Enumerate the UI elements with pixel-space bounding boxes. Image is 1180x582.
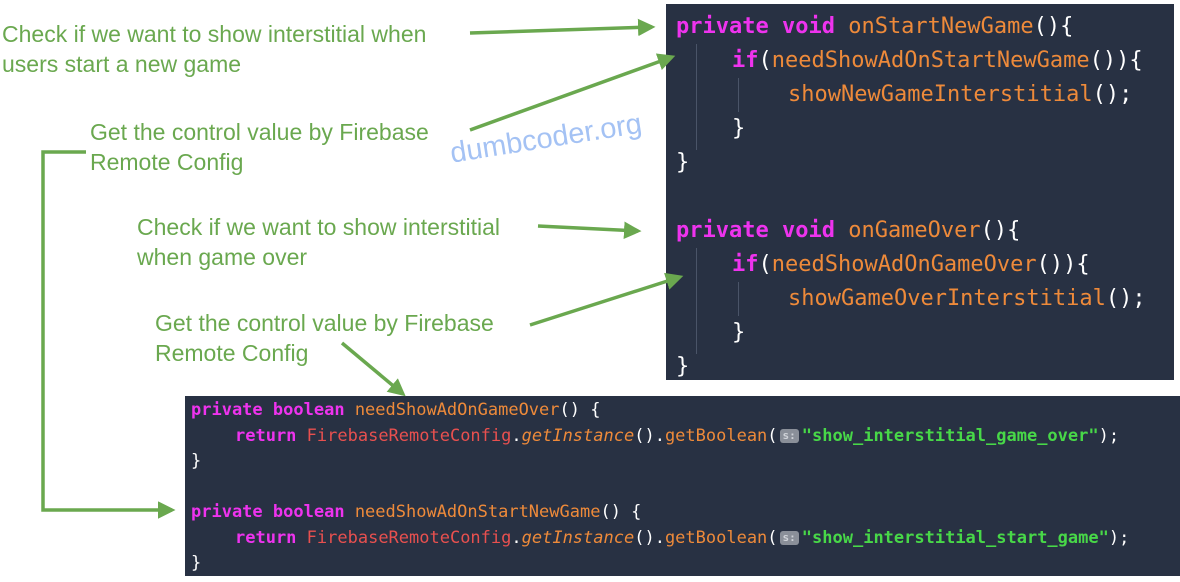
arrow-to-bottom-code (340, 341, 406, 397)
method-name: onGameOver (848, 218, 981, 243)
keyword-return: return (235, 425, 297, 446)
annotation-remote-config-1-line1: Get the control value by Firebase (90, 119, 429, 145)
indent-guide (696, 248, 697, 354)
annotation-remote-config-2: Get the control value by Firebase Remote… (155, 308, 494, 368)
indent-guide (738, 78, 739, 112)
keyword-return: return (235, 527, 297, 548)
method-call: needShowAdOnStartNewGame (771, 48, 1090, 73)
method-call: getInstance (521, 425, 635, 446)
keyword-if: if (732, 48, 759, 73)
string-literal: "show_interstitial_start_game" (801, 527, 1109, 548)
code-line: showNewGameInterstitial(); (788, 82, 1133, 107)
parameter-hint-badge: s: (779, 530, 799, 545)
annotation-start-game-line2: users start a new game (2, 51, 242, 77)
code-line: } (676, 354, 690, 379)
code-line: if(needShowAdOnStartNewGame()){ (732, 48, 1143, 73)
method-name: onStartNewGame (848, 14, 1034, 39)
indent-guide (738, 282, 739, 316)
annotation-start-game-line1: Check if we want to show interstitial wh… (2, 21, 427, 47)
code-line: } (676, 150, 690, 175)
annotation-game-over-line1: Check if we want to show interstitial (137, 214, 501, 240)
keyword-void: void (781, 14, 835, 39)
code-line: } (732, 320, 746, 345)
arrow-remote-config-2 (529, 272, 684, 327)
keyword-if: if (732, 252, 759, 277)
arrow-game-over (537, 221, 642, 240)
code-line: } (191, 553, 202, 573)
keyword-void: void (781, 218, 835, 243)
code-line: return FirebaseRemoteConfig.getInstance(… (235, 425, 1120, 446)
annotation-remote-config-1: Get the control value by Firebase Remote… (90, 117, 429, 177)
annotation-game-over-line2: when game over (137, 244, 308, 270)
code-line: private boolean needShowAdOnStartNewGame… (191, 502, 642, 522)
method-name: needShowAdOnGameOver (354, 400, 560, 420)
code-line: return FirebaseRemoteConfig.getInstance(… (235, 527, 1130, 548)
code-line: if(needShowAdOnGameOver()){ (732, 252, 1090, 277)
code-line: } (732, 116, 746, 141)
string-literal: "show_interstitial_game_over" (801, 425, 1099, 446)
annotation-remote-config-1-line2: Remote Config (90, 149, 244, 175)
method-name: needShowAdOnStartNewGame (354, 502, 601, 522)
keyword-boolean: boolean (272, 400, 345, 420)
keyword-boolean: boolean (272, 502, 345, 522)
keyword-private: private (191, 502, 263, 522)
method-call: getBoolean (664, 425, 768, 446)
keyword-private: private (191, 400, 263, 420)
method-call: getInstance (521, 527, 635, 548)
class-name: FirebaseRemoteConfig (306, 527, 512, 548)
method-call: showNewGameInterstitial (788, 82, 1093, 107)
code-line: } (191, 451, 202, 471)
arrow-remote-config-1 (469, 53, 676, 132)
class-name: FirebaseRemoteConfig (306, 425, 512, 446)
code-line: showGameOverInterstitial(); (788, 286, 1146, 311)
code-panel-bottom: private boolean needShowAdOnGameOver() {… (185, 396, 1180, 576)
method-call: needShowAdOnGameOver (771, 252, 1037, 277)
keyword-private: private (676, 14, 769, 39)
annotation-start-game: Check if we want to show interstitial wh… (2, 19, 426, 79)
indent-guide (696, 44, 697, 150)
annotation-remote-config-2-line2: Remote Config (155, 340, 309, 366)
code-panel-top: private void onStartNewGame(){ if(needSh… (666, 4, 1174, 380)
method-call: getBoolean (664, 527, 768, 548)
parameter-hint-badge: s: (779, 428, 799, 443)
arrow-start-game (469, 18, 656, 37)
annotation-game-over: Check if we want to show interstitial wh… (137, 212, 500, 272)
keyword-private: private (676, 218, 769, 243)
annotation-remote-config-2-line1: Get the control value by Firebase (155, 310, 494, 336)
method-call: showGameOverInterstitial (788, 286, 1106, 311)
code-line: private boolean needShowAdOnGameOver() { (191, 400, 601, 420)
code-line: private void onStartNewGame(){ (676, 14, 1074, 39)
arrow-elbow-to-start-game-method (41, 150, 176, 519)
code-line: private void onGameOver(){ (676, 218, 1021, 243)
